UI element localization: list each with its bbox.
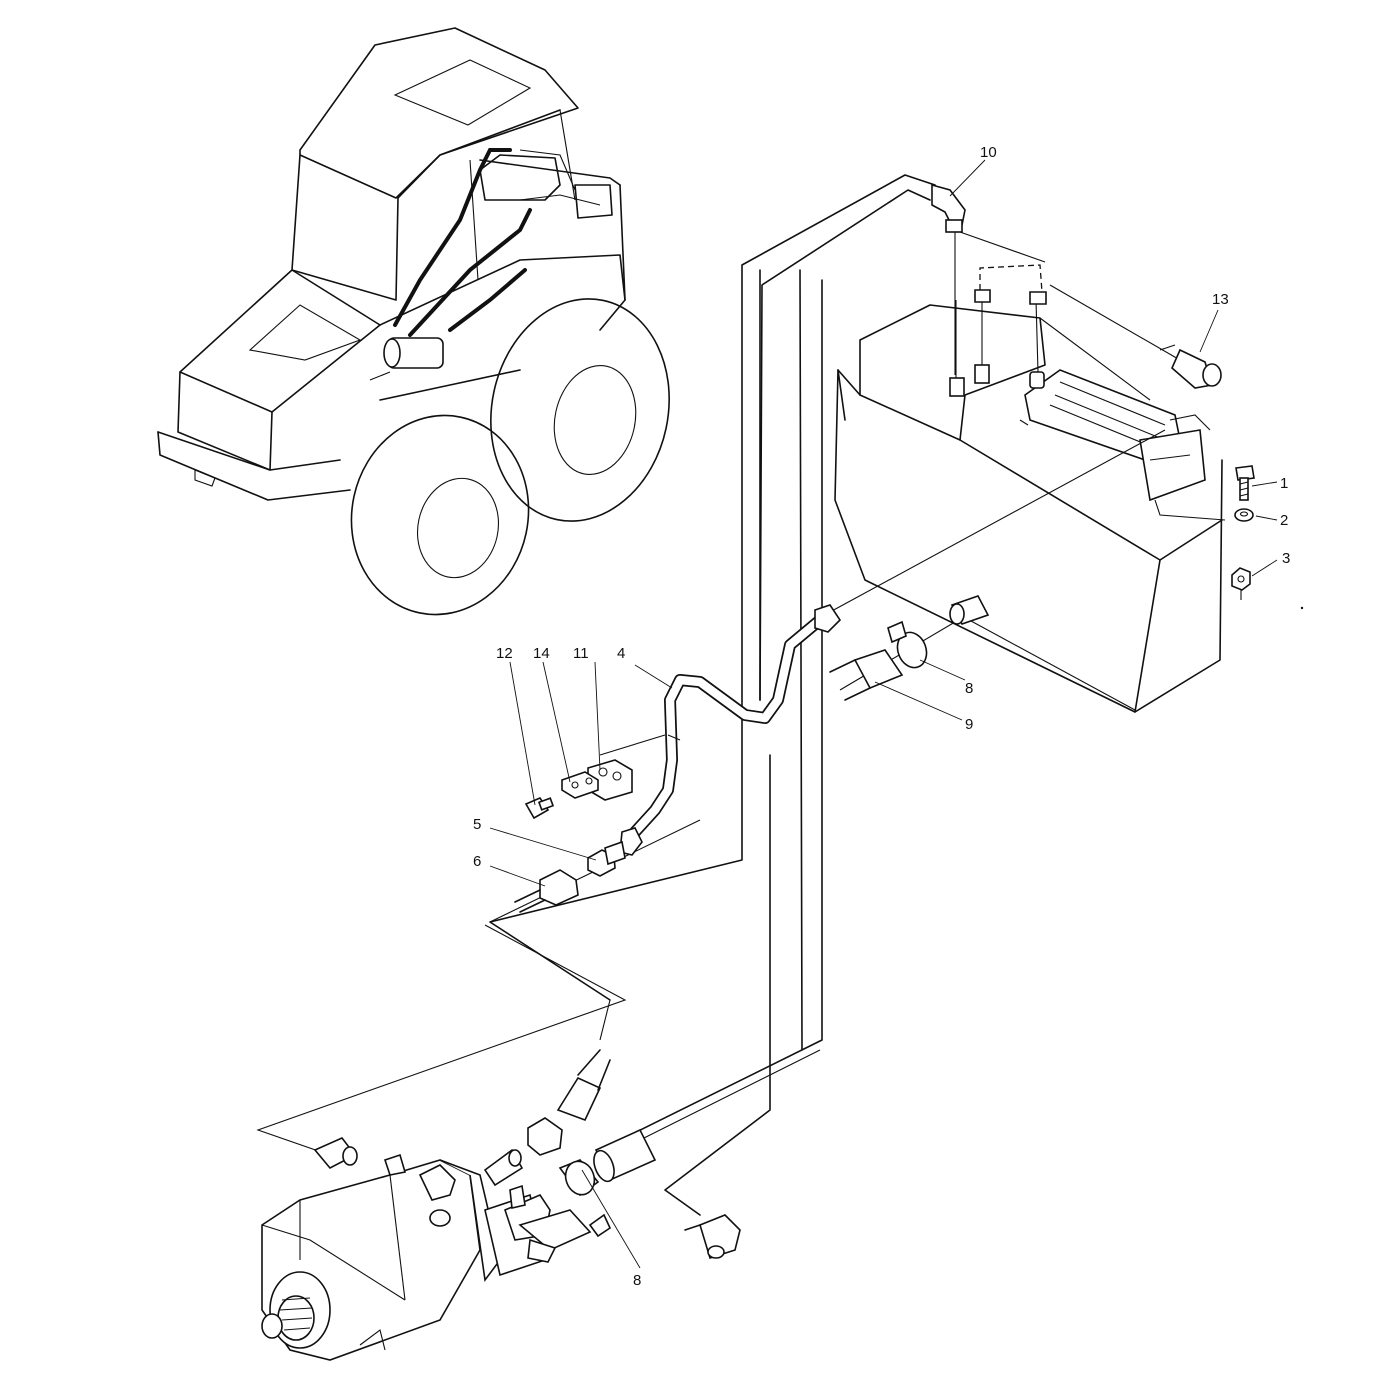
adapter-5 <box>587 840 626 877</box>
control-valve <box>949 264 1226 521</box>
callout-2: 2 <box>1280 512 1288 529</box>
fitting-13 <box>1049 284 1222 389</box>
pump-hoses <box>313 1049 741 1260</box>
screw-12 <box>524 797 555 820</box>
callout-13: 13 <box>1212 291 1229 308</box>
machine-overview <box>157 27 670 616</box>
nut-3 <box>1231 567 1251 600</box>
hose-end-6 <box>514 869 579 913</box>
washer-2 <box>1234 508 1254 522</box>
callout-1: 1 <box>1280 475 1288 492</box>
pipe-routing <box>256 174 1166 1216</box>
callout-8-upper: 8 <box>965 680 973 697</box>
elbow-fitting-10 <box>931 183 1046 375</box>
callout-3: 3 <box>1282 550 1290 567</box>
bolt-1 <box>1235 465 1255 501</box>
hose-clamp-8-upper <box>887 620 928 669</box>
tank-port <box>949 595 990 625</box>
callout-11: 11 <box>573 645 589 662</box>
callout-8-lower: 8 <box>633 1272 641 1289</box>
speck-mark <box>1300 606 1304 610</box>
callout-10: 10 <box>980 144 997 161</box>
hose-4 <box>599 604 842 856</box>
callout-12: 12 <box>496 645 513 662</box>
hydraulic-pump <box>261 1148 612 1361</box>
callout-9: 9 <box>965 716 973 733</box>
hydraulic-tank <box>834 304 1223 713</box>
plate-14 <box>561 771 599 799</box>
hose-9 <box>829 649 904 701</box>
callouts: 1 2 3 4 5 6 8 8 9 10 11 12 13 14 <box>473 144 1290 1289</box>
callout-6: 6 <box>473 853 481 870</box>
callout-14: 14 <box>533 645 550 662</box>
callout-5: 5 <box>473 816 481 833</box>
callout-4: 4 <box>617 645 625 662</box>
